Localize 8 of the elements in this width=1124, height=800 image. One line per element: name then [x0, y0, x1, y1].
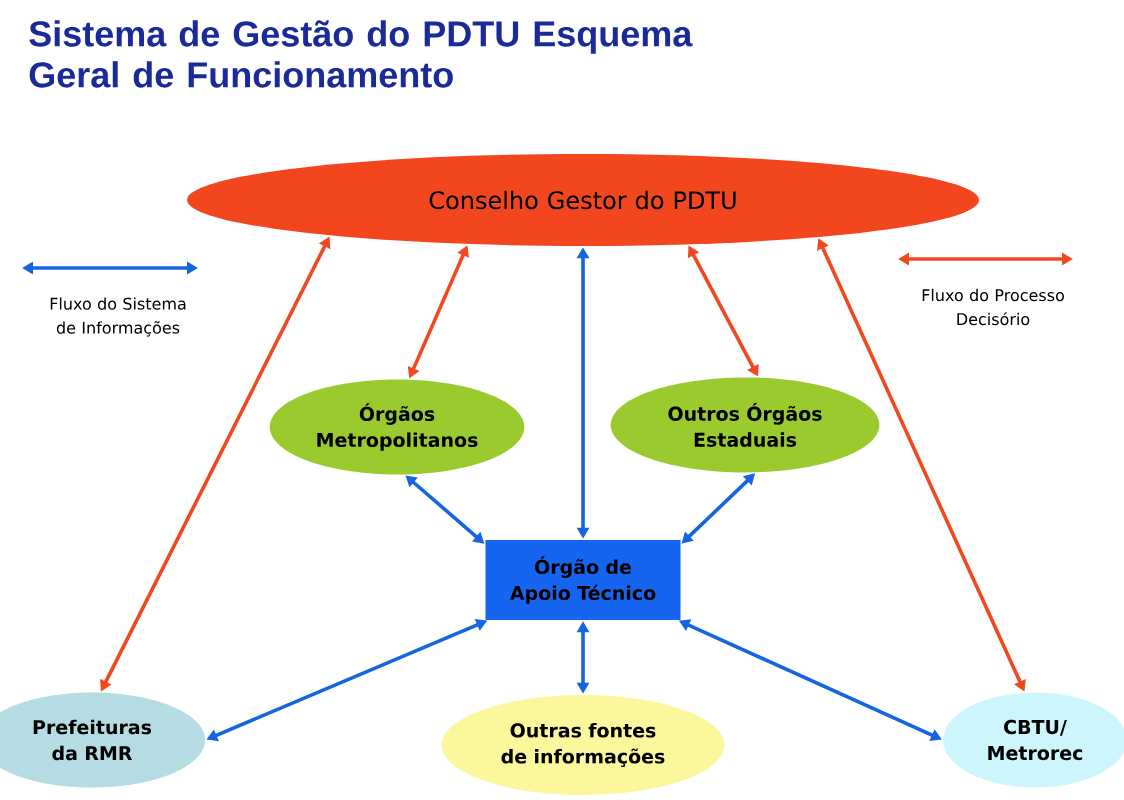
ellipse-node: Órgãos Metropolitanos	[269, 379, 525, 475]
title: Sistema de Gestão do PDTU Esquema Geral de Funcionamento	[29, 20, 693, 88]
ellipse-node: Conselho Gestor do PDTU	[187, 154, 979, 246]
legend-label: Fluxo do Processo Decisório	[922, 288, 1064, 326]
legend-label: Fluxo do Sistema de Informações	[50, 297, 186, 337]
ellipse-node: Outros Órgãos Estaduais	[610, 377, 880, 473]
ellipse-node: Outras fontes de informações	[441, 695, 725, 795]
process-box: Órgão de Apoio Técnico	[485, 540, 681, 620]
